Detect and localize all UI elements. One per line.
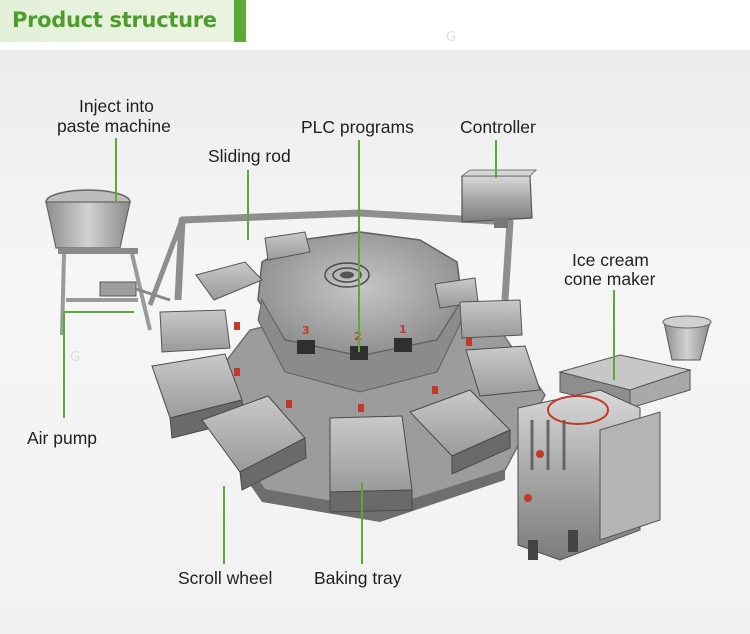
- label-inject-line2: paste machine: [57, 116, 171, 136]
- station-number-2: 2: [354, 330, 362, 343]
- label-controller: Controller: [460, 117, 536, 137]
- station-number-3: 3: [302, 324, 310, 337]
- callout-lines: [63, 138, 615, 564]
- label-ice-cream-line1: Ice cream: [572, 250, 649, 270]
- paste-tank: [45, 189, 171, 336]
- baking-trays-back: [159, 231, 523, 353]
- cone-maker: [517, 315, 712, 561]
- label-baking-tray: Baking tray: [314, 568, 402, 588]
- label-scroll-wheel: Scroll wheel: [178, 568, 273, 588]
- controller-box: [460, 169, 538, 228]
- watermark: G: [446, 30, 457, 45]
- watermark: G: [70, 350, 81, 365]
- label-sliding-rod: Sliding rod: [208, 146, 291, 166]
- label-air-pump: Air pump: [27, 428, 98, 448]
- baking-trays-front: [151, 345, 541, 513]
- station-number-1: 1: [399, 323, 407, 336]
- tray-clips: [234, 322, 472, 412]
- section-title: Product structure: [12, 8, 217, 32]
- label-ice-cream-line2: cone maker: [564, 269, 656, 289]
- label-plc-programs: PLC programs: [301, 117, 414, 137]
- label-inject-line1: Inject into: [79, 96, 154, 116]
- section-header: Product structure: [0, 0, 246, 42]
